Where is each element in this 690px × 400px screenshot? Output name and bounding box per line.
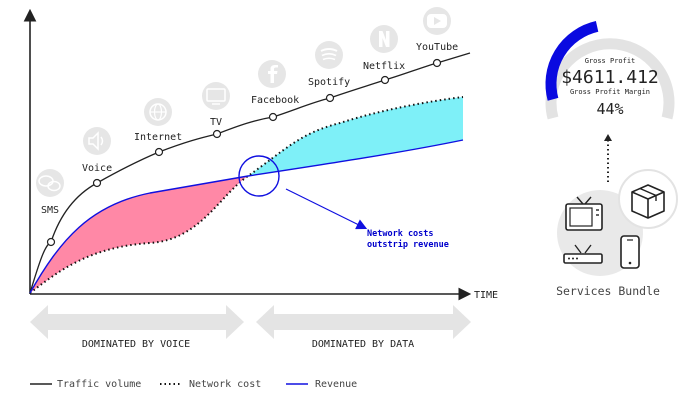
milestone-dot <box>268 112 278 122</box>
gauge-margin-value: 44% <box>596 100 623 118</box>
milestone-label: SMS <box>41 205 59 216</box>
milestone-voice: Voice <box>82 127 112 188</box>
set-top-box-icon <box>563 244 603 264</box>
annotation-line2: outstrip revenue <box>367 239 449 250</box>
milestone-dot <box>46 237 56 247</box>
profit-region <box>248 97 463 176</box>
milestone-tv: TV <box>202 82 230 139</box>
milestone-label: TV <box>210 117 222 128</box>
gross-profit-gauge: Gross Profit $4611.412 Gross Profit Marg… <box>545 21 675 120</box>
milestone-label: Facebook <box>251 95 299 106</box>
package-box-icon <box>631 184 665 219</box>
speaker-icon <box>83 127 111 155</box>
spotify-icon <box>315 41 343 69</box>
tv-monitor-icon <box>202 82 230 110</box>
gauge-value: $4611.412 <box>561 67 659 88</box>
legend: Traffic volume Network cost Revenue <box>30 379 357 390</box>
netflix-icon <box>370 25 398 53</box>
milestone-dot <box>212 129 222 139</box>
milestone-spotify: Spotify <box>308 41 350 103</box>
milestone-facebook: Facebook <box>251 60 299 122</box>
network-cost-line <box>29 96 464 294</box>
milestone-sms: SMS <box>36 169 64 247</box>
milestone-dot <box>380 75 390 85</box>
milestone-internet: Internet <box>134 98 182 157</box>
legend-traffic-label: Traffic volume <box>57 379 141 390</box>
gauge-connector-arrowhead <box>604 134 612 141</box>
milestone-dot <box>432 58 442 68</box>
tv-icon <box>565 196 603 231</box>
gauge-fill <box>545 21 599 101</box>
youtube-icon <box>423 7 451 35</box>
facebook-icon <box>258 60 286 88</box>
legend-revenue-label: Revenue <box>315 379 357 390</box>
milestone-dot <box>92 178 102 188</box>
milestone-label: Internet <box>134 132 182 143</box>
services-bundle: Services Bundle <box>556 169 678 298</box>
milestone-dot <box>154 147 164 157</box>
milestone-label: Voice <box>82 163 112 174</box>
gauge-margin-label: Gross Profit Margin <box>570 88 650 96</box>
globe-icon <box>144 98 172 126</box>
milestone-label: YouTube <box>416 42 458 53</box>
loss-region <box>30 176 248 293</box>
milestone-label: Netflix <box>363 61 405 72</box>
milestone-youtube: YouTube <box>416 7 458 68</box>
milestone-dot <box>325 93 335 103</box>
gauge-title: Gross Profit <box>585 57 636 65</box>
crossover-circle <box>238 155 280 197</box>
legend-network-label: Network cost <box>189 379 261 390</box>
annotation-line1: Network costs <box>367 229 434 239</box>
sms-bubbles-icon <box>36 169 64 197</box>
data-phase-arrow <box>256 305 471 339</box>
smartphone-icon <box>620 235 640 269</box>
bundle-label: Services Bundle <box>556 284 660 298</box>
milestone-netflix: Netflix <box>363 25 405 85</box>
x-axis-label: TIME <box>474 290 498 301</box>
annotation-arrow <box>285 188 368 230</box>
voice-phase-label: DOMINATED BY VOICE <box>82 339 190 350</box>
revenue-line <box>29 139 464 294</box>
data-phase-label: DOMINATED BY DATA <box>312 339 414 350</box>
milestone-label: Spotify <box>308 77 350 88</box>
voice-phase-arrow <box>30 305 244 339</box>
